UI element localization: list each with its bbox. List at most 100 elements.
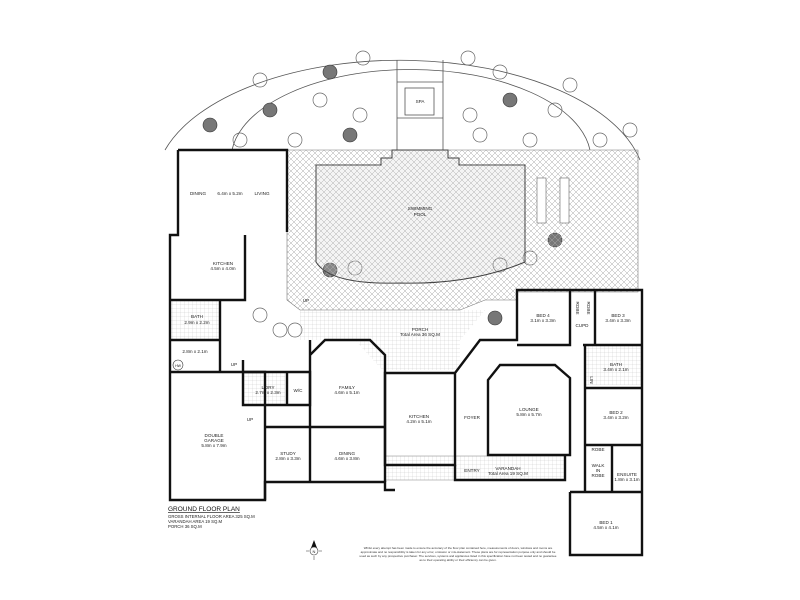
walk-in-robe-label: IN <box>596 468 601 473</box>
bed1-label: BED 1 <box>599 520 613 525</box>
tree-icon <box>502 92 518 108</box>
bed3-size: 3.4m x 3.3m <box>605 318 630 323</box>
garage-label: DOUBLE <box>205 433 224 438</box>
tree-icon <box>232 132 248 148</box>
tree-icon <box>562 77 578 93</box>
porch <box>300 310 485 373</box>
porch-label: PORCH <box>412 327 429 332</box>
walls <box>168 148 644 557</box>
entry-label: ENTRY <box>464 468 480 473</box>
porch-area: Total Area 36 SQ.M <box>400 332 440 337</box>
family-size: 4.6m x 5.1m <box>334 390 359 395</box>
compass-label: N <box>313 549 316 554</box>
robe-label: ROBE <box>586 301 591 314</box>
pool-label: SWIMMING <box>408 206 433 211</box>
north-compass-icon: N <box>306 540 322 560</box>
dining-label: DINING <box>339 451 356 456</box>
tree-icon <box>622 122 638 138</box>
kitchen-label: KITCHEN <box>213 261 233 266</box>
dining-living-size: 6.4m x 5.2m <box>217 191 242 196</box>
laundry-label: L'DRY <box>261 385 274 390</box>
tree-icon <box>492 64 508 80</box>
lounge-label: LOUNGE <box>519 407 538 412</box>
bed1-size: 4.5m x 4.1m <box>593 525 618 530</box>
tree-icon <box>487 310 503 326</box>
sun-lounger <box>536 177 547 224</box>
bath-size: 2.9m x 2.2m <box>184 320 209 325</box>
bath-label: BATH <box>610 362 622 367</box>
hot-water-icon <box>172 359 184 371</box>
bed4-label: BED 4 <box>536 313 550 318</box>
disclaimer: Whilst every attempt has been made to en… <box>360 546 557 562</box>
spa-label: SPA <box>416 99 426 104</box>
bed3-label: BED 3 <box>611 313 625 318</box>
tree-icon <box>252 72 268 88</box>
tree-icon <box>355 50 371 66</box>
tree-icon <box>592 132 608 148</box>
tree-icon <box>252 307 268 323</box>
tree-icon <box>547 102 563 118</box>
bed4-size: 3.1m x 3.3m <box>530 318 555 323</box>
laundry-size: 2.7m x 2.3m <box>255 390 280 395</box>
varandah-area: Total Area 19 SQ.M <box>488 471 528 476</box>
up-label: UP <box>303 298 309 303</box>
tree-icon <box>462 107 478 123</box>
ensuite-label: ENSUITE <box>617 472 637 477</box>
room-labels: DINING 6.4m x 5.2m LIVING KITCHEN 4.5m x… <box>172 191 640 530</box>
bed2-label: BED 2 <box>609 410 623 415</box>
disclaimer-line: Whilst every attempt has been made to en… <box>364 546 553 550</box>
garage-label: GARAGE <box>204 438 224 443</box>
bath-size: 3.4m x 2.1m <box>603 367 628 372</box>
disclaimer-line: as to their operating ability or their e… <box>419 558 496 562</box>
living-label: LIVING <box>254 191 269 196</box>
tree-icon <box>460 50 476 66</box>
tree-icon <box>342 127 358 143</box>
bath-label: BATH <box>191 314 203 319</box>
plan-legend: GROUND FLOOR PLAN GROSS INTERNAL FLOOR A… <box>168 506 255 529</box>
up-label: UP <box>231 362 237 367</box>
walk-in-robe-label: WALK <box>592 463 606 468</box>
disclaimer-line: used as such by any prospective purchase… <box>360 554 557 558</box>
bath2-tiles <box>585 345 642 385</box>
bed2-size: 3.4m x 3.2m <box>603 415 628 420</box>
ensuite-size: 1.8m x 3.1m <box>614 477 639 482</box>
floor-area: GROSS INTERNAL FLOOR AREA 325 SQ.M <box>168 514 255 519</box>
tree-icon <box>522 132 538 148</box>
tree-icon <box>287 132 303 148</box>
disclaimer-line: approximate and no responsibility is tak… <box>361 550 556 554</box>
tree-icon <box>312 92 328 108</box>
tree-icon <box>202 117 218 133</box>
dining-label: DINING <box>190 191 207 196</box>
robe-label: ROBE <box>591 447 604 452</box>
kitchen-size: 4.2m x 5.1m <box>406 419 431 424</box>
family-label: FAMILY <box>339 385 355 390</box>
linen-label: LIN <box>589 376 594 383</box>
porch-area: PORCH 36 SQ.M <box>168 524 202 529</box>
varandah-label: VARANDAH <box>495 466 520 471</box>
dining-size: 4.6m x 3.8m <box>334 456 359 461</box>
wc-label: W/C <box>294 388 304 393</box>
pool-label: POOL <box>414 212 427 217</box>
tree-icon <box>272 322 288 338</box>
tree-icon <box>472 127 488 143</box>
tree-icon <box>322 64 338 80</box>
study-label: STUDY <box>280 451 296 456</box>
spa <box>404 87 435 116</box>
cupboard-label: CUPD <box>575 323 589 328</box>
bath-tiles <box>170 300 220 340</box>
tree-icon <box>287 322 303 338</box>
walk-in-robe-label: ROBE <box>591 473 604 478</box>
robe-label: ROBE <box>575 301 580 314</box>
study-size: 2.8m x 3.3m <box>275 456 300 461</box>
kitchen-size: 4.5m x 4.0m <box>210 266 235 271</box>
hw-label: HW <box>175 364 182 368</box>
tree-icon <box>262 102 278 118</box>
sun-lounger <box>559 177 570 224</box>
garden: SPA <box>164 59 641 161</box>
kitchen-label: KITCHEN <box>409 414 429 419</box>
garage-size: 5.8m x 7.9m <box>201 443 226 448</box>
tree-icon <box>352 107 368 123</box>
varandah-area: VARANDAH AREA 19 SQ.M <box>168 519 223 524</box>
plan-title: GROUND FLOOR PLAN <box>168 506 240 513</box>
